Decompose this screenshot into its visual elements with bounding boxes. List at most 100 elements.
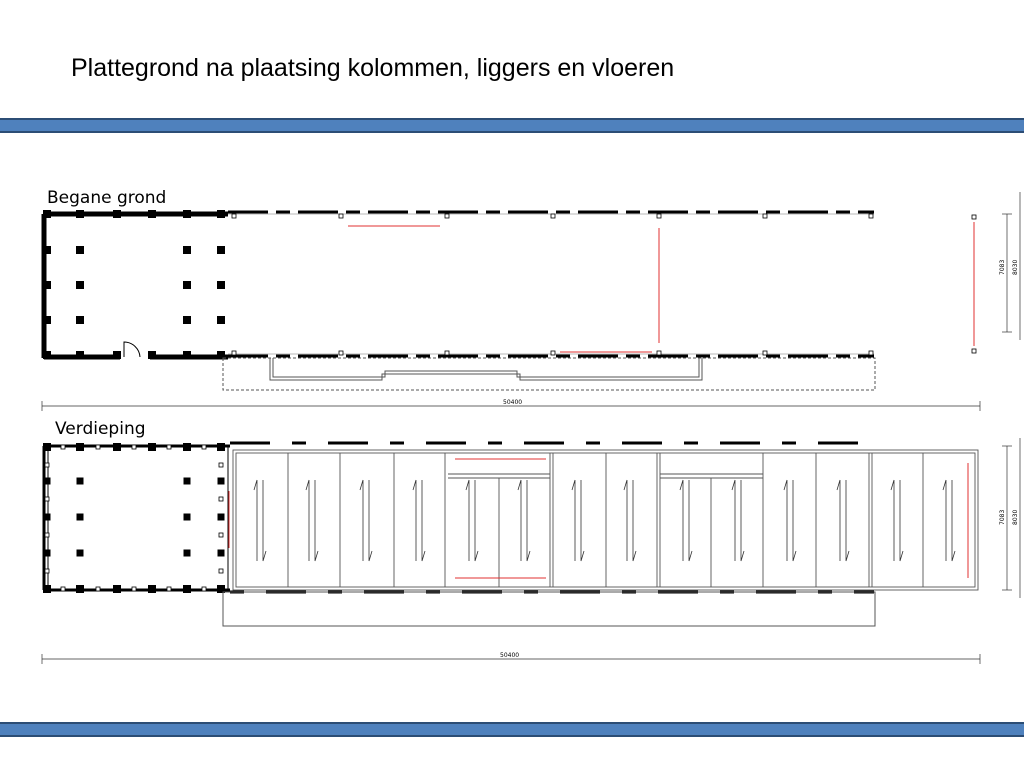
column bbox=[183, 351, 191, 359]
ground-existing-walls bbox=[41, 211, 228, 360]
column bbox=[217, 549, 225, 557]
column bbox=[762, 213, 768, 219]
slide-title: Plattegrond na plaatsing kolommen, ligge… bbox=[71, 54, 675, 82]
column bbox=[131, 586, 137, 592]
column bbox=[217, 246, 225, 254]
ground-floor-plan: Begane grond bbox=[41, 188, 1021, 411]
column bbox=[148, 351, 156, 359]
upper-existing-columns bbox=[43, 443, 225, 593]
upper-depth-dimensions bbox=[1002, 438, 1021, 598]
column bbox=[43, 316, 51, 324]
ground-new-walls bbox=[228, 210, 874, 358]
column bbox=[231, 213, 237, 219]
column bbox=[43, 210, 51, 218]
column bbox=[76, 316, 84, 324]
column bbox=[60, 444, 66, 450]
column bbox=[217, 585, 225, 593]
column bbox=[201, 444, 207, 450]
span-arrow bbox=[836, 479, 850, 562]
ground-existing-columns bbox=[43, 210, 225, 359]
upper-highlight-beams bbox=[228, 458, 969, 579]
column bbox=[43, 513, 51, 521]
bottom-accent-band bbox=[0, 722, 1024, 737]
column bbox=[201, 586, 207, 592]
ground-depth-dimensions bbox=[1002, 192, 1021, 340]
ground-length-label: 50400 bbox=[503, 399, 522, 406]
column bbox=[868, 213, 874, 219]
span-arrow bbox=[890, 479, 904, 562]
span-arrow bbox=[465, 479, 479, 562]
column bbox=[148, 585, 156, 593]
span-arrow bbox=[359, 479, 373, 562]
column bbox=[550, 350, 556, 356]
span-arrow bbox=[731, 479, 745, 562]
column bbox=[95, 444, 101, 450]
column bbox=[76, 351, 84, 359]
ground-far-column bbox=[971, 348, 977, 354]
column bbox=[217, 316, 225, 324]
span-arrow bbox=[623, 479, 637, 562]
column bbox=[76, 210, 84, 218]
upper-length-dimension bbox=[41, 654, 981, 664]
ground-highlight-beams bbox=[348, 222, 975, 353]
ground-length-dimension bbox=[41, 401, 981, 411]
column bbox=[60, 586, 66, 592]
column bbox=[43, 549, 51, 557]
ground-new-columns bbox=[231, 213, 874, 356]
column bbox=[43, 246, 51, 254]
column bbox=[217, 443, 225, 451]
column bbox=[218, 496, 224, 502]
column bbox=[217, 281, 225, 289]
column bbox=[113, 210, 121, 218]
upper-existing-walls bbox=[42, 444, 230, 592]
ground-floor-label: Begane grond bbox=[47, 188, 166, 208]
column bbox=[183, 443, 191, 451]
span-arrow bbox=[942, 479, 956, 562]
column bbox=[868, 350, 874, 356]
upper-length-label: 50400 bbox=[500, 652, 519, 659]
column bbox=[43, 281, 51, 289]
column bbox=[76, 477, 84, 485]
column bbox=[43, 585, 51, 593]
column bbox=[218, 568, 224, 574]
column bbox=[113, 351, 121, 359]
ground-depth-inner-label: 7083 bbox=[999, 260, 1006, 275]
span-arrow bbox=[783, 479, 797, 562]
column bbox=[44, 462, 50, 468]
column bbox=[217, 513, 225, 521]
column bbox=[183, 281, 191, 289]
column bbox=[762, 350, 768, 356]
upper-span-arrows bbox=[253, 479, 956, 562]
column bbox=[218, 532, 224, 538]
column bbox=[44, 496, 50, 502]
column bbox=[656, 350, 662, 356]
column bbox=[217, 210, 225, 218]
column bbox=[148, 443, 156, 451]
column bbox=[183, 585, 191, 593]
column bbox=[76, 281, 84, 289]
column bbox=[113, 585, 121, 593]
upper-depth-outer-label: 8030 bbox=[1012, 510, 1019, 525]
column bbox=[183, 477, 191, 485]
span-arrow bbox=[305, 479, 319, 562]
column bbox=[444, 213, 450, 219]
column bbox=[338, 350, 344, 356]
column bbox=[76, 443, 84, 451]
column bbox=[217, 477, 225, 485]
column bbox=[183, 316, 191, 324]
span-arrow bbox=[571, 479, 585, 562]
upper-foundation-outline bbox=[222, 591, 876, 627]
top-accent-band bbox=[0, 118, 1024, 133]
ground-foundation-outline bbox=[222, 357, 876, 391]
column bbox=[183, 246, 191, 254]
column bbox=[166, 586, 172, 592]
column bbox=[550, 213, 556, 219]
upper-floor-label: Verdieping bbox=[55, 419, 146, 439]
column bbox=[113, 443, 121, 451]
ground-depth-outer-label: 8030 bbox=[1012, 260, 1019, 275]
upper-floor-plan: Verdieping bbox=[41, 419, 1021, 664]
column bbox=[148, 210, 156, 218]
span-arrow bbox=[679, 479, 693, 562]
column bbox=[95, 586, 101, 592]
